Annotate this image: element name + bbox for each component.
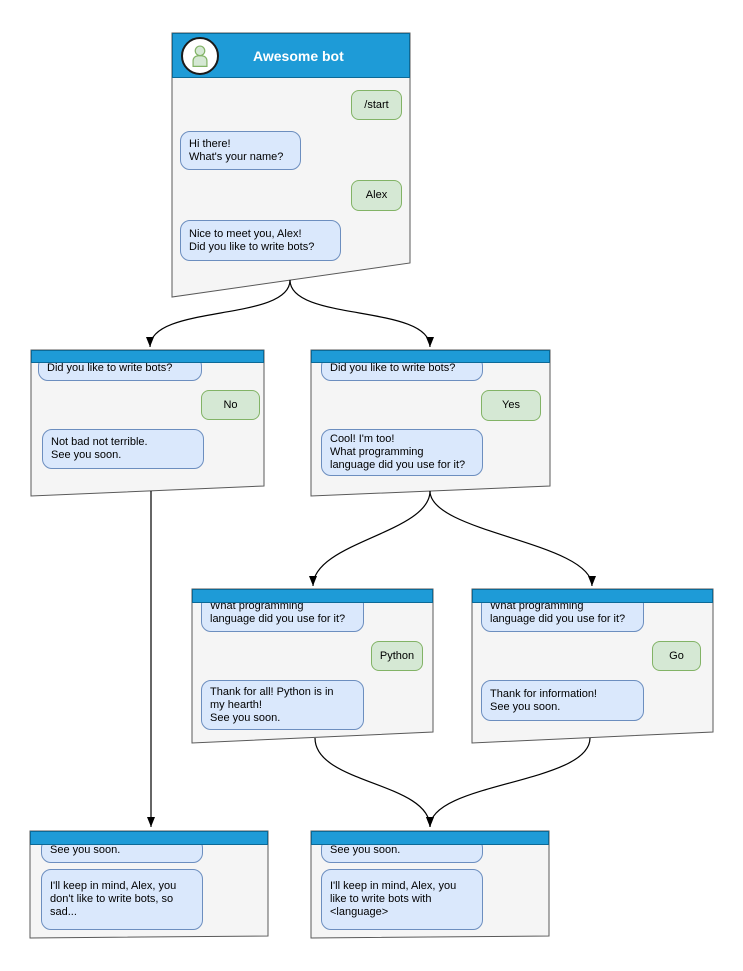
window-header-end-yes xyxy=(311,831,549,845)
arrow-yes-to-go xyxy=(429,490,596,587)
user-reply-bubble: /start xyxy=(351,90,402,120)
user-reply-bubble: No xyxy=(201,390,260,420)
window-header-go xyxy=(472,589,713,603)
bot-message-bubble: Not bad not terrible. See you soon. xyxy=(42,429,204,469)
bot-message-bubble: Thank for all! Python is in my hearth! S… xyxy=(201,680,364,730)
bot-message-bubble: Thank for information! See you soon. xyxy=(481,680,644,721)
person-icon xyxy=(192,44,208,67)
window-header-no xyxy=(31,350,264,363)
main-window-header: Awesome bot xyxy=(172,33,410,78)
arrow-main-to-yes xyxy=(289,279,434,348)
bot-message-bubble: I'll keep in mind, Alex, you like to wri… xyxy=(321,869,483,930)
arrow-main-to-no xyxy=(146,279,291,348)
arrow-yes-to-python xyxy=(309,490,431,587)
arrow-python-to-end-yes xyxy=(314,737,434,828)
user-reply-bubble: Alex xyxy=(351,180,402,211)
window-header-yes xyxy=(311,350,550,363)
avatar xyxy=(181,36,219,75)
bot-message-bubble: I'll keep in mind, Alex, you don't like … xyxy=(41,869,203,930)
bot-message-bubble: See you soon. xyxy=(41,838,203,863)
user-reply-bubble: Go xyxy=(652,641,701,671)
window-header-python xyxy=(192,589,433,603)
arrow-go-to-end-yes xyxy=(426,737,591,828)
bot-message-bubble: Nice to meet you, Alex! Did you like to … xyxy=(180,220,341,261)
user-reply-bubble: Yes xyxy=(481,390,541,421)
bot-message-bubble: Cool! I'm too! What programming language… xyxy=(321,429,483,476)
bot-title: Awesome bot xyxy=(253,47,344,64)
window-header-end-no xyxy=(30,831,268,845)
bot-message-bubble: Hi there! What's your name? xyxy=(180,131,301,170)
user-reply-bubble: Python xyxy=(371,641,423,671)
